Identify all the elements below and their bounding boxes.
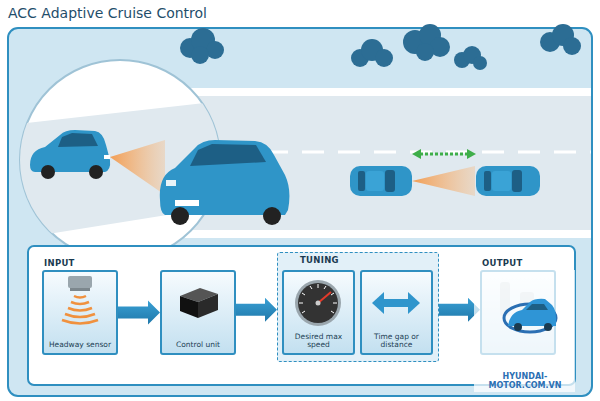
flow-arrow — [118, 301, 160, 325]
gap-arrow — [412, 149, 476, 159]
watermark-text: HYUNDAI-MOTOR.COM.VN — [476, 372, 574, 390]
sensor-icon — [62, 276, 98, 324]
tuning-group: TUNING Desired max speed Time gap or dista… — [277, 252, 439, 362]
car-top-front — [476, 166, 540, 196]
car-side-rear — [30, 130, 110, 179]
flow-arrow — [439, 298, 480, 322]
component-box: Control unit — [160, 270, 236, 355]
section-heading: TUNING — [300, 255, 339, 265]
car-top-rear — [350, 166, 412, 196]
frame — [8, 28, 592, 396]
watermark-logo — [504, 299, 556, 332]
component-caption: Control unit — [164, 341, 232, 350]
speedometer-icon — [295, 280, 341, 326]
section-heading: OUTPUT — [482, 258, 523, 268]
component-box: Time gap or distance — [360, 270, 433, 355]
watermark-panel — [474, 270, 575, 392]
component-box: INPUTHeadway sensor — [42, 270, 118, 355]
component-caption: Headway sensor — [46, 341, 114, 350]
control-unit-icon — [180, 288, 218, 318]
component-box: Desired max speed — [282, 270, 355, 355]
radar-beam — [412, 166, 475, 196]
diagram-title: ACC Adaptive Cruise Control — [8, 5, 207, 21]
section-heading: INPUT — [44, 258, 75, 268]
component-caption: Desired max speed — [286, 333, 351, 350]
radar-beam — [110, 140, 165, 195]
flow-arrow — [236, 298, 277, 322]
clouds — [180, 24, 581, 70]
double-arrow-icon — [372, 292, 420, 314]
component-caption: Time gap or distance — [364, 333, 429, 350]
car-side-front — [160, 140, 290, 225]
